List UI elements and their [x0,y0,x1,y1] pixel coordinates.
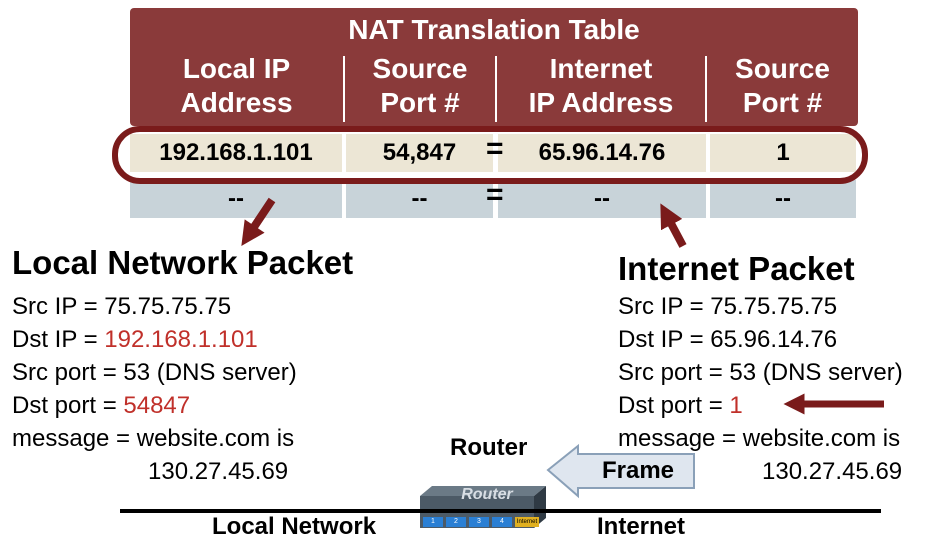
router-port: 2 [446,517,466,527]
frame-label: Frame [601,457,675,484]
router-device-text: Router [461,486,513,503]
row2-source-port: -- [346,180,493,218]
field-value: 1 [729,392,743,419]
header-local-ip-line1: Local IP [182,53,291,84]
field-value: 192.168.1.101 [104,326,258,353]
router-port: 1 [423,517,443,527]
row1-equals: = [486,132,504,165]
internet-packet-fields: Src IP = 75.75.75.75 Dst IP = 65.96.14.7… [618,290,903,488]
local-src-port: Src port = 53 (DNS server) [12,356,297,389]
router-port-internet: Internet [515,517,539,527]
field-value: 54847 [123,392,191,419]
internet-label: Internet [597,513,686,540]
local-packet-fields: Src IP = 75.75.75.75 Dst IP = 192.168.1.… [12,290,297,488]
local-src-ip: Src IP = 75.75.75.75 [12,290,297,323]
header-internet-port-line1: Source [735,53,830,84]
header-local-ip-line2: Address [180,87,293,118]
local-message-value: 130.27.45.69 [148,458,289,485]
local-dst-ip: Dst IP = 192.168.1.101 [12,323,297,356]
field-label: Dst IP = [618,326,711,353]
internet-dst-ip: Dst IP = 65.96.14.76 [618,323,903,356]
local-network-label: Local Network [212,513,377,540]
internet-src-ip: Src IP = 75.75.75.75 [618,290,903,323]
row1-internet-port: 1 [710,134,856,172]
header-divider [495,56,497,122]
row1-source-port: 54,847 [346,134,493,172]
header-divider [705,56,707,122]
network-line [120,509,881,513]
row1-internet-ip: 65.96.14.76 [498,134,706,172]
field-label: Src IP = [12,293,105,320]
row1-local-ip: 192.168.1.101 [130,134,342,172]
header-internet-ip-line2: IP Address [528,87,674,118]
field-label: Src IP = [618,293,711,320]
internet-src-port: Src port = 53 (DNS server) [618,356,903,389]
local-packet-title: Local Network Packet [12,244,354,281]
internet-message: message = website.com is [618,425,901,452]
nat-table-header: NAT Translation Table Local IP Address S… [130,8,858,126]
field-label: Dst IP = [12,326,105,353]
field-value: 53 (DNS server) [123,359,297,386]
header-internet-port-line2: Port # [742,87,823,118]
header-internet-ip-line1: Internet [549,53,653,84]
row2-internet-ip: -- [498,180,706,218]
field-value: 65.96.14.76 [710,326,838,353]
local-dst-port: Dst port = 54847 [12,389,297,422]
local-message: message = website.com is [12,425,295,452]
header-source-port: Source Port # [345,52,495,120]
header-source-port-line2: Port # [380,87,460,118]
arrow-to-table-icon [660,203,687,248]
header-internet-port: Source Port # [707,52,858,120]
row2-local-ip: -- [130,180,342,218]
field-label: Dst port = [12,392,124,419]
router-ports: 1 2 3 4 Internet [423,517,539,527]
router-label: Router [450,434,528,461]
header-source-port-line1: Source [372,53,468,84]
header-local-ip: Local IP Address [130,52,343,120]
header-divider [343,56,345,122]
frame-arrow-icon [546,443,695,499]
row1-highlight [112,126,868,184]
field-label: Dst port = [618,392,730,419]
field-label: Src port = [618,359,730,386]
table-title: NAT Translation Table [348,14,640,45]
internet-message-value: 130.27.45.69 [762,458,903,485]
row2-internet-port: -- [710,180,856,218]
field-label: Src port = [12,359,124,386]
internet-dst-port: Dst port = 1 [618,389,903,422]
field-value: 75.75.75.75 [710,293,838,320]
router-port: 4 [492,517,512,527]
header-internet-ip: Internet IP Address [497,52,705,120]
internet-packet-title: Internet Packet [618,250,855,287]
field-value: 75.75.75.75 [104,293,232,320]
field-value: 53 (DNS server) [729,359,903,386]
row2-equals: = [486,178,504,211]
arrow-to-local-packet-icon [241,197,276,246]
router-port: 3 [469,517,489,527]
